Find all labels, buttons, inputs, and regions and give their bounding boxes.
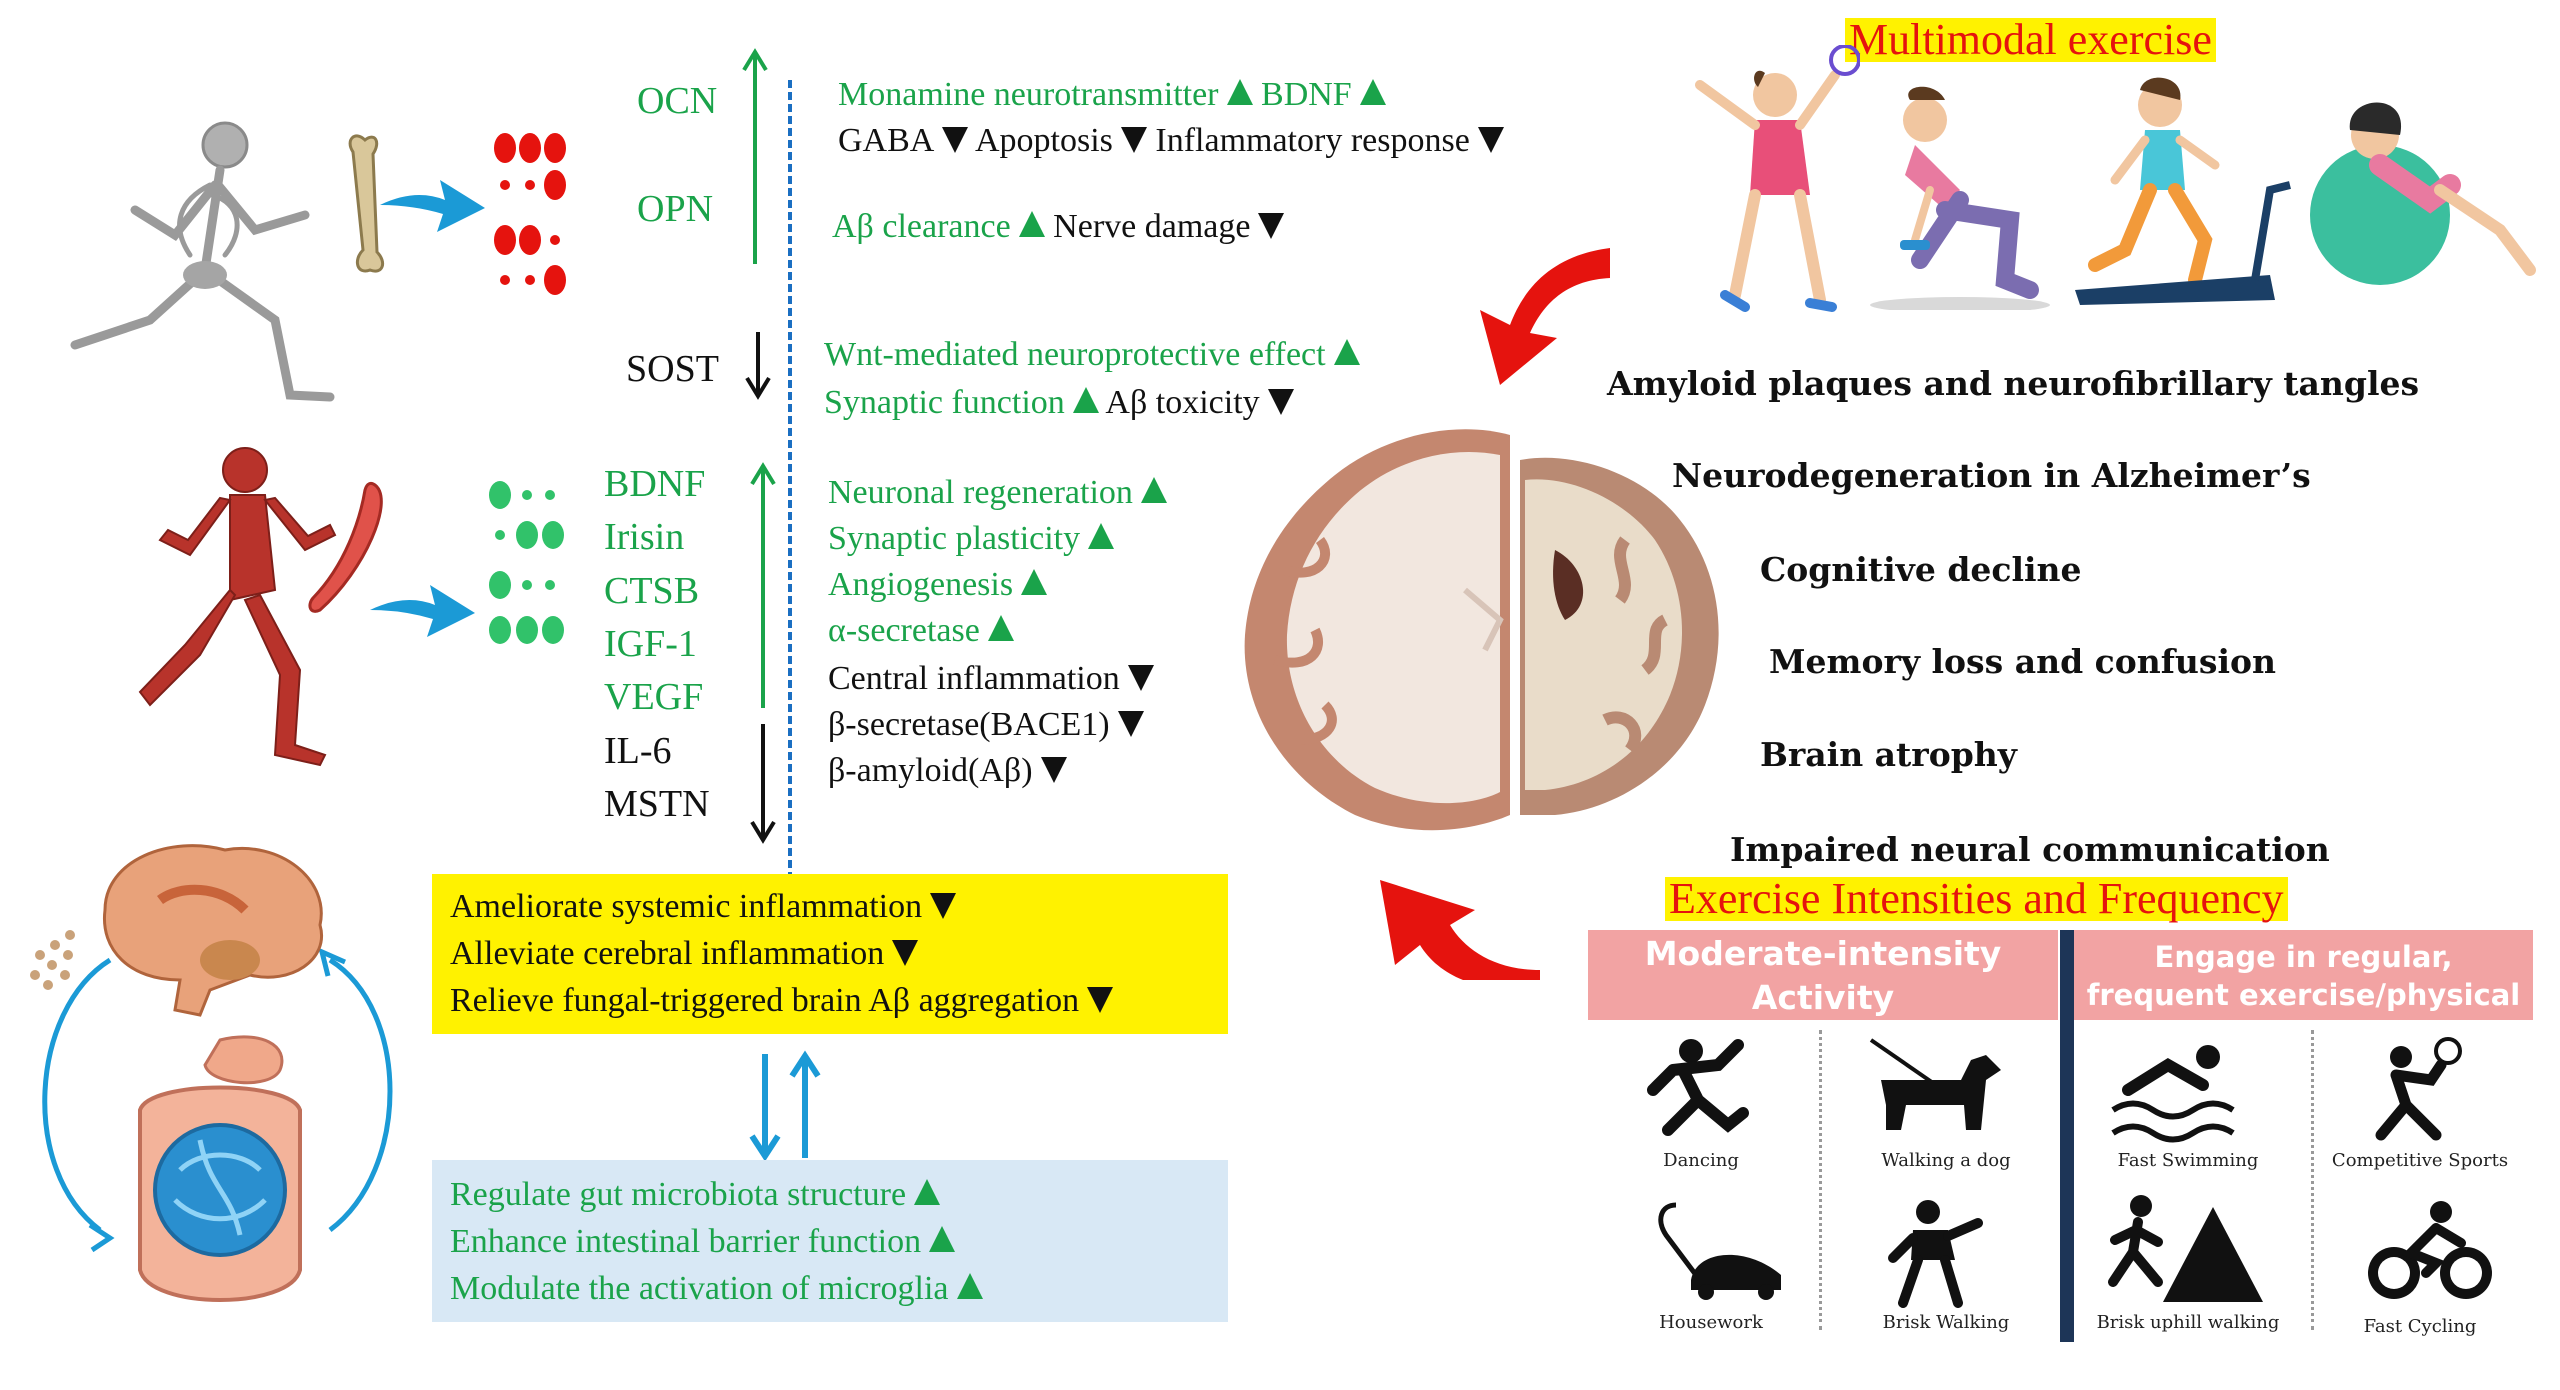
muscle-factor-dots [489, 481, 564, 644]
cerebral-inflammation-line: Alleviate cerebral inflammation [450, 937, 919, 971]
effect-monamine-bdnf: Monamine neurotransmitter BDNF [838, 78, 1386, 112]
activity-label-dancing: Dancing [1663, 1150, 1739, 1171]
activity-label-brisk-uphill: Brisk uphill walking [2096, 1312, 2280, 1333]
systemic-inflammation-line: Ameliorate systemic inflammation [450, 890, 957, 924]
treadmill-runner-illustration [2075, 77, 2291, 305]
effect-synaptic-abeta-toxicity: Synaptic function Aβ toxicity [824, 386, 1294, 420]
fungal-abeta-aggregation-line: Relieve fungal-triggered brain Aβ aggreg… [450, 984, 1114, 1018]
bone-icon [348, 134, 385, 273]
dancing-icon [1647, 1039, 1749, 1136]
effect-gaba-apoptosis-inflammation: GABA Apoptosis Inflammatory response [838, 124, 1504, 158]
effect-abeta-clearance-nerve: Aβ clearance Nerve damage [832, 210, 1285, 244]
factor-ctsb: CTSB [604, 570, 700, 612]
bone-factor-dots [494, 133, 566, 295]
brain-cross-section [1244, 429, 1719, 831]
exercise-intensity-title: Exercise Intensities and Frequency [1665, 877, 2288, 921]
running-muscle-man-illustration [138, 447, 337, 767]
brain-icon [102, 844, 323, 1017]
muscle-to-factors-arrow [370, 585, 475, 637]
fast-cycling-icon [2368, 1201, 2492, 1299]
intensity-panel: Moderate-intensity Activity Engage in re… [1588, 930, 2533, 1342]
activity-label-brisk-walking: Brisk Walking [1882, 1312, 2010, 1333]
gut-microbiota-line: Regulate gut microbiota structure [450, 1178, 941, 1212]
effect-beta-secretase: β-secretase(BACE1) [828, 708, 1144, 742]
activity-label-fast-swimming: Fast Swimming [2117, 1150, 2259, 1171]
regular-dotted-divider [2311, 1030, 2314, 1330]
regular-frequent-header: Engage in regular, frequent exercise/phy… [2074, 930, 2533, 1050]
factor-igf1: IGF-1 [604, 623, 697, 665]
effect-angiogenesis: Angiogenesis [828, 568, 1048, 602]
factor-irisin: Irisin [604, 516, 685, 558]
exercise-ball-illustration [2310, 102, 2536, 285]
bone-to-factors-arrow [380, 180, 485, 232]
effect-central-inflammation: Central inflammation [828, 662, 1154, 696]
activity-label-walking-dog: Walking a dog [1881, 1150, 2011, 1171]
exercise-to-brain-arrow [1480, 248, 1610, 385]
running-skeleton-illustration [70, 121, 335, 402]
multimodal-exercise-title: Multimodal exercise [1845, 18, 2216, 62]
systemic-effects-box: Ameliorate systemic inflammation Allevia… [432, 874, 1228, 1034]
brisk-walking-icon [1888, 1200, 1983, 1308]
healthy-brain-half [1244, 429, 1510, 831]
moderate-dotted-divider [1819, 1030, 1822, 1330]
ad-neurodegeneration: Neurodegeneration in Alzheimer’s [1672, 456, 2311, 495]
effect-synaptic-plasticity: Synaptic plasticity [828, 522, 1115, 556]
ad-brain-atrophy: Brain atrophy [1760, 735, 2017, 774]
effect-beta-amyloid: β-amyloid(Aβ) [828, 754, 1067, 788]
ad-amyloid-plaques: Amyloid plaques and neurofibrillary tang… [1607, 364, 2420, 403]
effect-alpha-secretase: α-secretase [828, 614, 1014, 648]
muscle-upregulated-arrow [750, 462, 776, 708]
ad-memory-loss: Memory loss and confusion [1769, 642, 2277, 681]
ad-cognitive-decline: Cognitive decline [1760, 550, 2082, 589]
squat-dumbbell-illustration [1870, 86, 2050, 310]
muscle-downregulated-arrow [750, 724, 776, 844]
tennis-player-illustration [1695, 45, 1860, 312]
factor-il6: IL-6 [604, 730, 672, 772]
gut-effects-box: Regulate gut microbiota structure Enhanc… [432, 1160, 1228, 1322]
competitive-sports-icon [2375, 1037, 2462, 1141]
factor-sost: SOST [626, 348, 719, 390]
effect-neuronal-regeneration: Neuronal regeneration [828, 476, 1167, 510]
ad-impaired-communication: Impaired neural communication [1730, 830, 2330, 869]
factor-vegf: VEGF [604, 676, 704, 718]
bone-upregulated-arrow [742, 48, 768, 264]
factor-ocn: OCN [637, 80, 718, 122]
moderate-intensity-header: Moderate-intensity Activity [1588, 930, 2058, 1020]
fast-swimming-icon [2111, 1045, 2235, 1143]
intestine-icon [138, 1035, 302, 1302]
factor-opn: OPN [637, 188, 714, 230]
sost-downregulated-arrow [745, 332, 771, 400]
factor-bdnf: BDNF [604, 463, 706, 505]
gut-brain-axis-illustration [30, 844, 393, 1302]
activity-label-fast-cycling: Fast Cycling [2363, 1316, 2477, 1337]
brisk-uphill-walking-icon [2108, 1195, 2263, 1302]
muscle-fiber-icon [308, 481, 383, 613]
walking-dog-icon [1869, 1038, 2001, 1130]
activity-label-competitive-sports: Competitive Sports [2331, 1150, 2509, 1171]
intensity-to-brain-arrow [1380, 880, 1540, 980]
panel-vertical-divider [2060, 930, 2074, 1342]
alzheimers-brain-half [1520, 457, 1719, 815]
intestinal-barrier-line: Enhance intestinal barrier function [450, 1225, 956, 1259]
effect-wnt-neuroprotective: Wnt-mediated neuroprotective effect [824, 338, 1360, 372]
bidirectional-arrows [749, 1050, 821, 1162]
factor-mstn: MSTN [604, 783, 710, 825]
housework-icon [1658, 1202, 1781, 1300]
vertical-dashed-divider [788, 80, 792, 880]
activity-label-housework: Housework [1659, 1312, 1763, 1333]
microglia-activation-line: Modulate the activation of microglia [450, 1272, 983, 1306]
